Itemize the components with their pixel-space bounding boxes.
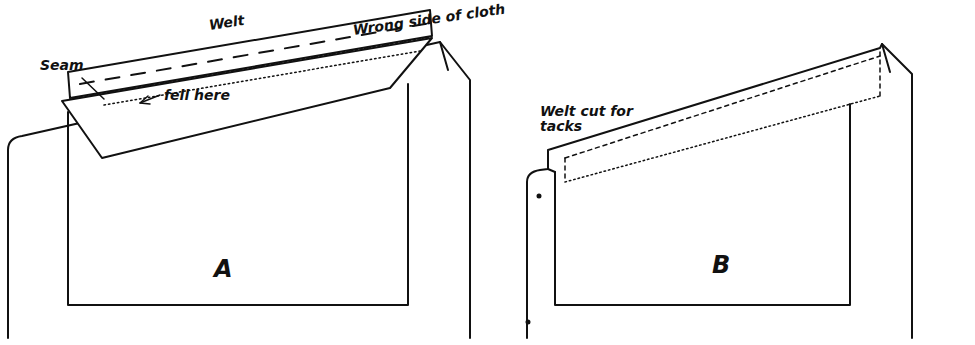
part-label: fell here xyxy=(164,88,230,103)
mark-dot xyxy=(527,321,530,324)
cloth-fold xyxy=(882,44,890,72)
mark-dot xyxy=(538,195,541,198)
part-label: Seam xyxy=(40,58,84,73)
welt-facing-flap xyxy=(62,38,432,158)
fell-leader xyxy=(140,95,160,103)
part-label: Welt xyxy=(208,13,245,33)
pocket-corner xyxy=(548,169,555,172)
cloth-fold xyxy=(440,42,448,70)
fell-arrowhead xyxy=(140,96,150,104)
fell-line xyxy=(104,51,420,105)
tack-line xyxy=(879,52,881,96)
pocket-outline xyxy=(555,104,850,305)
figure-letter: B xyxy=(712,252,730,278)
tack-line xyxy=(564,158,566,182)
part-label: Welt cut for tacks xyxy=(540,104,658,135)
figure-letter: A xyxy=(214,256,233,282)
seam-leader xyxy=(82,78,104,99)
cloth-outline xyxy=(527,44,912,338)
